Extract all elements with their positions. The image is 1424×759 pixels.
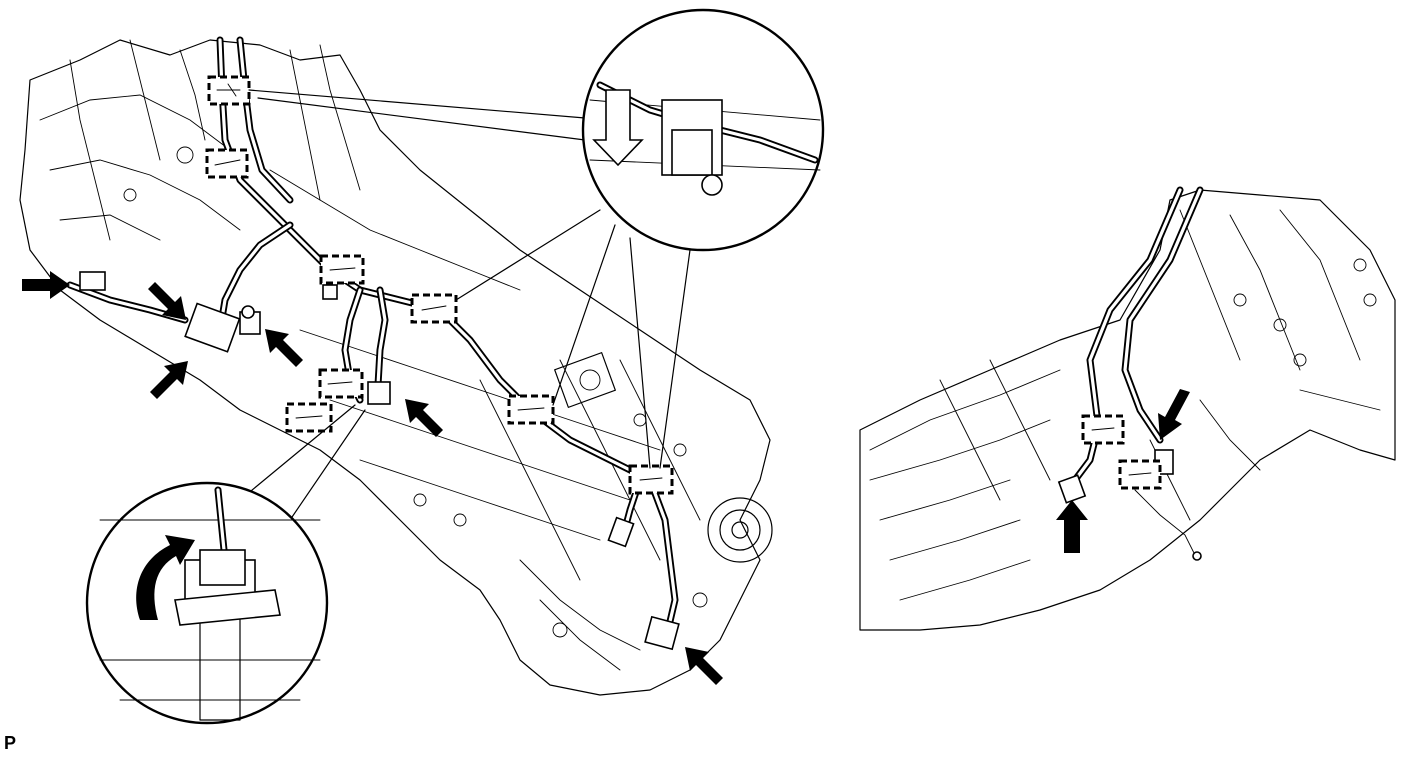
main-view	[19, 8, 825, 725]
clamp-markers-main	[205, 75, 674, 495]
wire-harness-main	[66, 36, 679, 634]
side-view	[859, 186, 1396, 631]
connector-top-small	[322, 284, 338, 300]
down-arrow-icon	[592, 89, 644, 167]
connector-detail-callout	[85, 404, 366, 725]
arrows-main	[22, 271, 723, 685]
up-arrow-icon	[1056, 500, 1088, 553]
connector-lower	[607, 516, 635, 548]
figure-code: P	[4, 733, 17, 753]
connector-side-left	[1057, 474, 1087, 504]
connector-bracket-left	[79, 271, 261, 353]
clamp-marker-side-1	[1081, 414, 1125, 445]
down-left-arrow-icon	[1158, 389, 1190, 440]
transmission-outline	[19, 39, 773, 696]
connector-mid	[367, 381, 391, 405]
clamp-detail-callout	[248, 8, 825, 469]
rotate-arrow-icon	[136, 535, 195, 620]
connector-bottom	[644, 615, 680, 651]
clamp-marker-side-2	[1118, 459, 1162, 490]
